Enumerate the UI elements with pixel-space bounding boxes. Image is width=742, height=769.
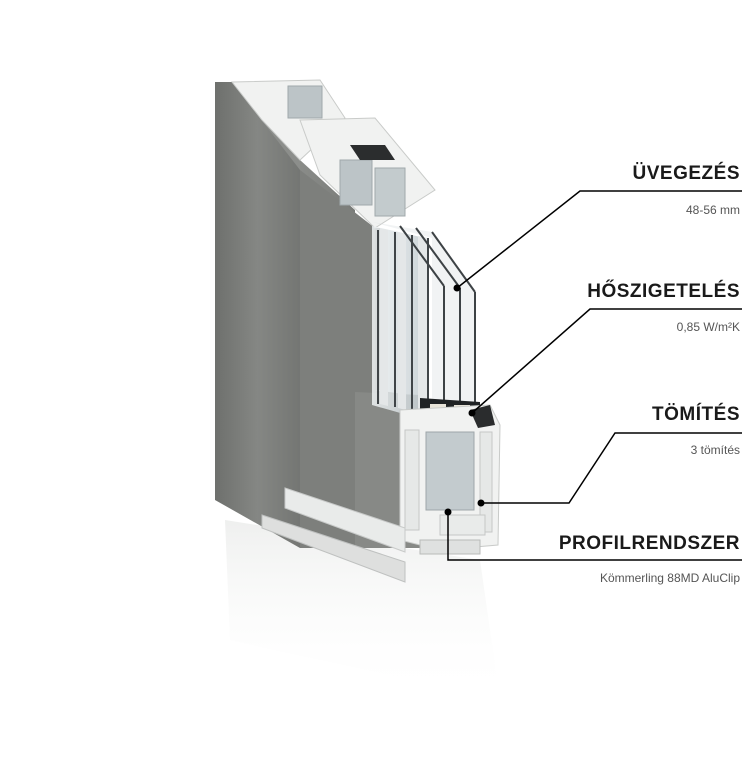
leader-line-uvegezes	[456, 190, 742, 289]
floor-reflection	[225, 520, 500, 700]
leader-line-hoszigeteles	[471, 308, 742, 414]
callout-value-uvegezes: 48-56 mm	[685, 203, 740, 217]
callout-title-hoszigeteles: HŐSZIGETELÉS	[587, 281, 740, 302]
top-profile-section	[230, 79, 436, 229]
threshold	[261, 487, 406, 583]
glass-unit	[372, 222, 480, 425]
callout-title-tomites: TÖMÍTÉS	[652, 404, 740, 425]
bottom-profile-section	[399, 404, 501, 555]
leader-line-profilrendszer	[447, 512, 742, 561]
leader-lines	[447, 190, 742, 561]
callout-value-profilrendszer: Kömmerling 88MD AluClip	[599, 571, 740, 585]
callout-value-hoszigeteles: 0,85 W/m²K	[676, 320, 740, 334]
leader-line-tomites	[481, 432, 742, 504]
callout-title-uvegezes: ÜVEGEZÉS	[632, 163, 740, 184]
callout-value-tomites: 3 tömítés	[690, 443, 740, 457]
callout-title-profilrendszer: PROFILRENDSZER	[558, 533, 740, 554]
leader-dots	[444, 284, 485, 516]
